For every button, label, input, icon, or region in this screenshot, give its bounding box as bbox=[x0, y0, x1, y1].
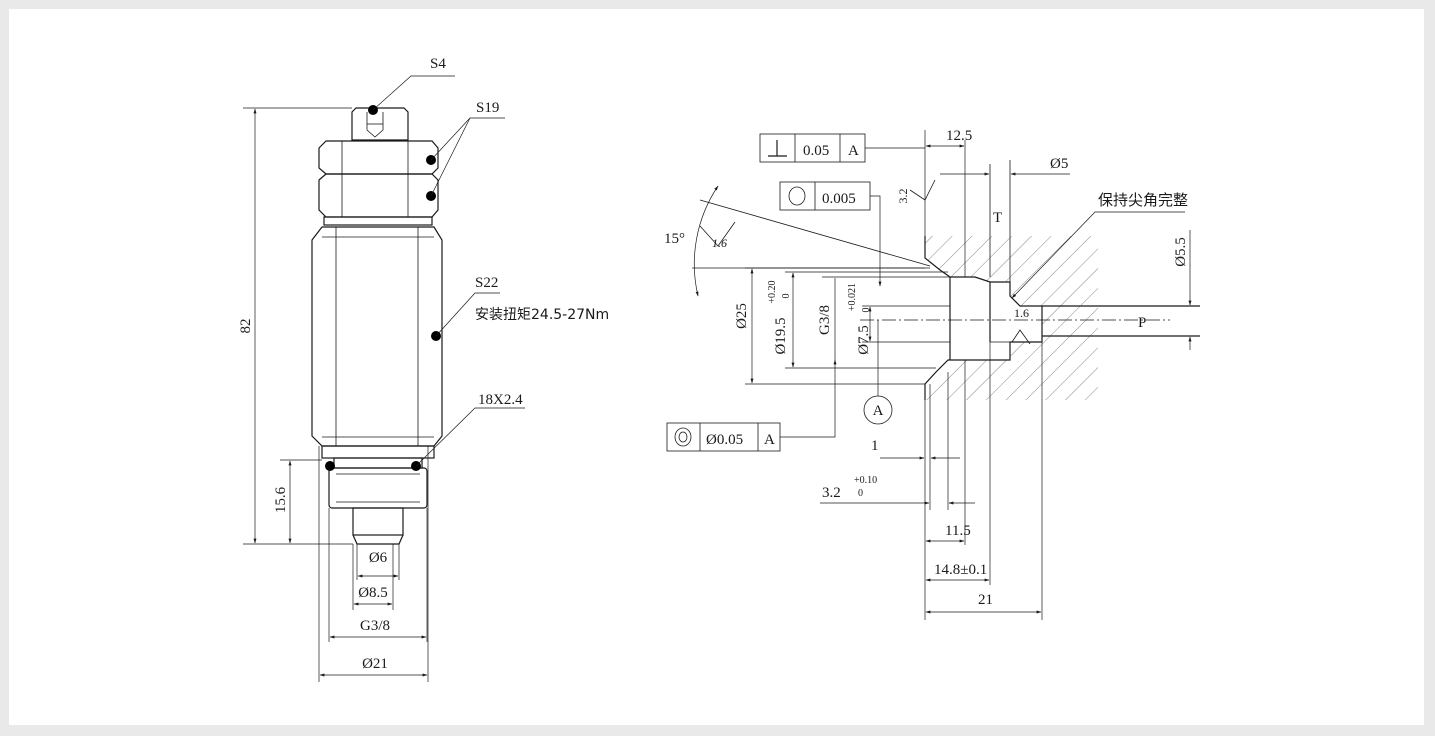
dim-3-2-tol-up: +0.10 bbox=[854, 475, 877, 486]
oring-dot-left bbox=[325, 461, 335, 471]
dim-d6: Ø6 bbox=[369, 550, 388, 566]
dim-d25: Ø25 bbox=[734, 303, 750, 329]
circ-value: 0.005 bbox=[822, 191, 856, 207]
perp-datum: A bbox=[848, 143, 859, 159]
port-t: T bbox=[993, 210, 1002, 226]
dim-82: 82 bbox=[238, 319, 254, 334]
torque-note: 安装扭矩24.5-27Nm bbox=[475, 307, 609, 323]
conc-datum: A bbox=[764, 432, 775, 448]
s22-label: S22 bbox=[475, 275, 498, 291]
port-p: P bbox=[1138, 315, 1146, 331]
datum-a: A bbox=[873, 403, 884, 419]
dim-1: 1 bbox=[871, 438, 879, 454]
dim-d5: Ø5 bbox=[1050, 156, 1068, 172]
s4-label: S4 bbox=[430, 56, 446, 72]
dim-d7-5: Ø7.5 bbox=[856, 325, 872, 355]
dim-d19-5-tol-up: +0.20 bbox=[767, 280, 778, 303]
dim-3-2: 3.2 bbox=[822, 485, 841, 501]
perp-value: 0.05 bbox=[803, 143, 829, 159]
sharp-corner-note: 保持尖角完整 bbox=[1098, 191, 1188, 209]
oring-label: 18X2.4 bbox=[478, 392, 523, 408]
dim-d21: Ø21 bbox=[362, 656, 388, 672]
dim-g3-8-right: G3/8 bbox=[817, 305, 833, 335]
angle-15: 15° bbox=[664, 231, 685, 247]
dim-d19-5-tol-lo: 0 bbox=[781, 294, 792, 299]
dim-14-8: 14.8±0.1 bbox=[934, 562, 987, 578]
roughness-b: 3.2 bbox=[896, 189, 910, 204]
drawing-frame bbox=[9, 9, 1424, 725]
dim-12-5: 12.5 bbox=[946, 128, 972, 144]
dim-d7-5-tol-up: +0.021 bbox=[847, 283, 858, 311]
s19-label: S19 bbox=[476, 100, 499, 116]
dim-d7-5-tol-lo: 0 bbox=[861, 308, 872, 313]
conc-value: Ø0.05 bbox=[706, 432, 743, 448]
dim-d19-5: Ø19.5 bbox=[773, 317, 789, 354]
dim-g3-8: G3/8 bbox=[360, 618, 390, 634]
dim-d5-5: Ø5.5 bbox=[1173, 237, 1189, 267]
roughness-c: 1.6 bbox=[1014, 306, 1029, 320]
hatched-body bbox=[925, 236, 1098, 400]
dim-15-6: 15.6 bbox=[273, 486, 289, 513]
roughness-a: 1.6 bbox=[712, 236, 727, 250]
dim-d8-5: Ø8.5 bbox=[358, 585, 388, 601]
cavity-section-view bbox=[666, 130, 1200, 620]
cartridge-valve-side-view bbox=[243, 75, 525, 682]
dim-21: 21 bbox=[978, 592, 993, 608]
dim-3-2-tol-lo: 0 bbox=[858, 488, 863, 499]
dim-11-5: 11.5 bbox=[945, 523, 971, 539]
